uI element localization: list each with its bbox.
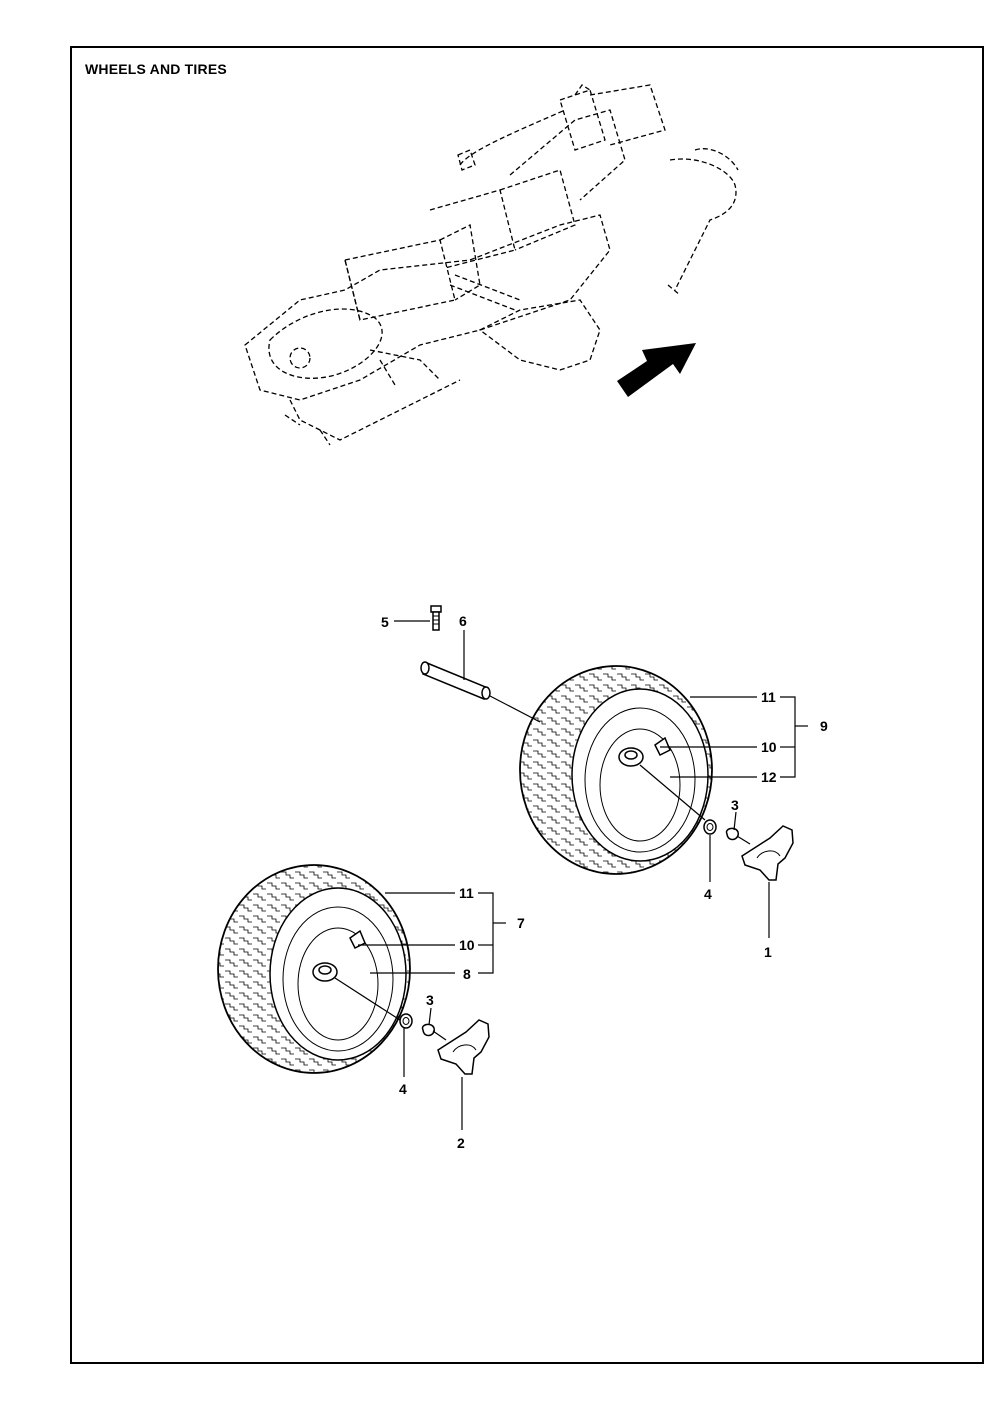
lower-washer-part bbox=[399, 1013, 413, 1029]
callout-7: 7 bbox=[517, 915, 525, 931]
upper-wheel-assembly bbox=[519, 665, 713, 875]
callout-6: 6 bbox=[459, 613, 467, 629]
callout-12: 12 bbox=[761, 769, 777, 785]
callout-9: 9 bbox=[820, 718, 828, 734]
direction-arrow-icon bbox=[617, 343, 696, 397]
diagram-title: WHEELS AND TIRES bbox=[85, 61, 227, 77]
axle-shaft-part bbox=[420, 661, 491, 700]
callout-5: 5 bbox=[381, 614, 389, 630]
callout-3-lower: 3 bbox=[426, 992, 434, 1008]
callout-4-upper: 4 bbox=[704, 886, 712, 902]
callout-4-lower: 4 bbox=[399, 1081, 407, 1097]
lower-hub-cap-part bbox=[437, 1019, 490, 1075]
callout-8: 8 bbox=[463, 966, 471, 982]
callout-labels: 5 6 11 9 10 12 3 4 1 11 7 10 8 3 4 2 bbox=[381, 613, 828, 1151]
page-frame bbox=[70, 46, 984, 1364]
callout-3-upper: 3 bbox=[731, 797, 739, 813]
lower-wheel-assembly bbox=[217, 864, 411, 1074]
upper-hub-cap-part bbox=[741, 825, 794, 881]
tractor-frame-overview bbox=[244, 84, 739, 446]
upper-washer-part bbox=[703, 819, 717, 835]
callout-11-lower: 11 bbox=[459, 885, 474, 901]
callout-10-lower: 10 bbox=[459, 937, 475, 953]
callout-10-upper: 10 bbox=[761, 739, 777, 755]
upper-clip-part bbox=[725, 827, 739, 841]
callout-1: 1 bbox=[764, 944, 772, 960]
leader-lines bbox=[358, 620, 808, 1130]
callout-2: 2 bbox=[457, 1135, 465, 1151]
bolt-part bbox=[430, 605, 442, 631]
lower-clip-part bbox=[421, 1023, 435, 1037]
callout-11-upper: 11 bbox=[761, 689, 776, 705]
